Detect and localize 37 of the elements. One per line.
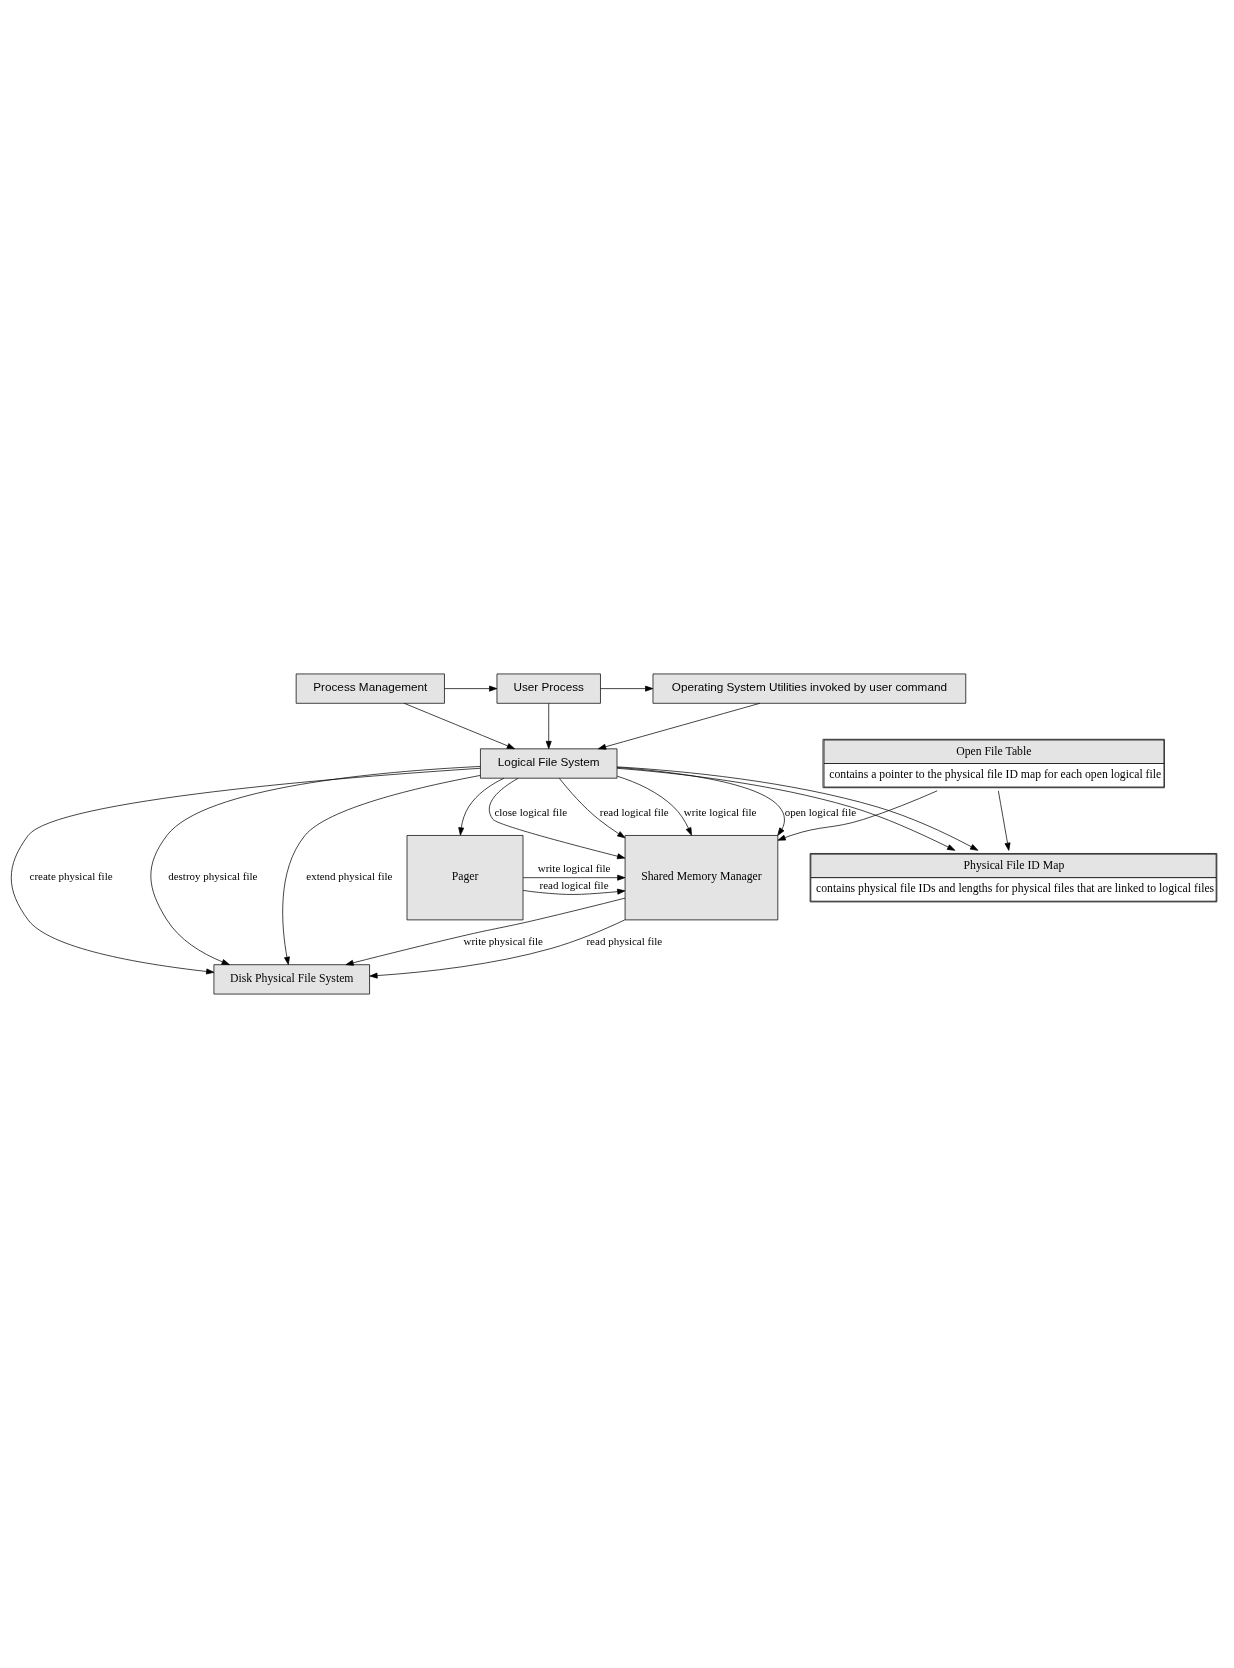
edge-label: read logical file (539, 878, 609, 891)
arrow (777, 790, 938, 841)
node-box: Operating System Utilities invoked by user command (652, 673, 967, 704)
edge-label: write physical file (463, 934, 543, 947)
node-box: Logical File System (480, 748, 618, 779)
node-box: User Process (496, 673, 601, 704)
arrow (545, 703, 552, 750)
arrow (600, 685, 654, 692)
arrow (522, 888, 626, 895)
node-box: Disk Physical File System (213, 964, 370, 995)
node-box: Pager (406, 835, 524, 921)
arrow (282, 775, 481, 965)
arrow (998, 790, 1011, 851)
arrow (616, 767, 785, 836)
arrow (403, 702, 515, 750)
edge-label: open logical file (784, 805, 857, 818)
edge-label: write logical file (537, 861, 611, 874)
arrow (10, 767, 481, 975)
arrow (488, 777, 626, 860)
edge-label: create physical file (29, 870, 113, 883)
arrow (522, 874, 626, 881)
edge-label: write logical file (683, 805, 757, 818)
arrow (150, 766, 481, 965)
arrow (616, 775, 692, 836)
edge-label: extend physical file (306, 870, 393, 883)
node-box: Process Management (295, 673, 445, 704)
node-box: Shared Memory Manager (624, 835, 779, 921)
arrow (345, 897, 626, 966)
edge-label: destroy physical file (168, 870, 258, 883)
arrow (444, 685, 498, 692)
edge-label: read physical file (586, 934, 663, 947)
edge-label: read logical file (599, 805, 669, 818)
arrow (598, 702, 761, 750)
arrow (458, 777, 505, 836)
arrow (369, 919, 626, 979)
arrow (558, 777, 626, 839)
edge-label: close logical file (494, 805, 568, 818)
